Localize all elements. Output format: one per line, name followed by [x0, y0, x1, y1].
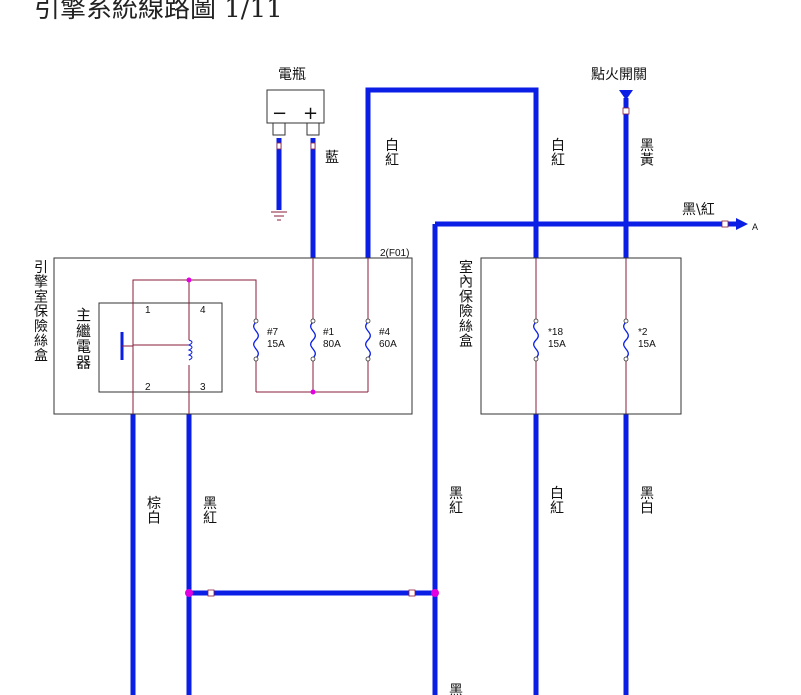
fuse-1-amp: 80A — [323, 339, 341, 350]
wire-label-black-white: 黑白 — [640, 486, 654, 517]
wire-label-black-red-b: 黑紅 — [449, 486, 463, 517]
wire-label-white-red-b: 白紅 — [551, 138, 565, 169]
interior-fuse-box — [480, 257, 682, 415]
fuse-7-icon — [253, 321, 259, 359]
battery-symbol: − + — [266, 89, 325, 136]
fuse-18-amp: 15A — [548, 339, 566, 350]
fuse-7-amp: 15A — [267, 339, 285, 350]
wire-label-white-red-a: 白紅 — [385, 138, 399, 169]
battery-label: 電瓶 — [278, 67, 306, 83]
relay-pin-3: 3 — [200, 382, 206, 393]
page-title: 引擎系統線路圖 1/11 — [34, 0, 283, 24]
wire-white-red-top — [365, 87, 539, 258]
wire-label-blue: 藍 — [325, 150, 339, 166]
wire-label-black-red-a: 黑紅 — [203, 496, 217, 527]
relay-pin-4: 4 — [200, 305, 206, 316]
relay-pin-1: 1 — [145, 305, 151, 316]
fuse-18-id: *18 — [548, 327, 563, 338]
battery-minus: − — [272, 103, 287, 124]
internal-wiring — [132, 258, 627, 414]
battery-plus: + — [303, 103, 318, 124]
connector-f01: 2(F01) — [380, 248, 409, 259]
arrow-end-label: A — [752, 222, 758, 232]
fuse-4-icon — [365, 321, 371, 359]
wire-label-bottom: 黑 — [449, 683, 463, 695]
ground-icon — [271, 211, 287, 221]
label-engine-fuse-box: 引擎室保險絲盒 — [34, 260, 48, 364]
main-wires — [130, 87, 738, 695]
fuse-2-id: *2 — [638, 327, 648, 338]
label-black-red-arrow: 黑\紅 — [682, 202, 715, 218]
fuse-symbols — [253, 321, 629, 359]
fuse-18-icon — [533, 321, 539, 359]
junction-nodes — [185, 277, 439, 597]
label-main-relay: 主繼電器 — [76, 306, 91, 371]
fuse-4-amp: 60A — [379, 339, 397, 350]
fuse-1-id: #1 — [323, 327, 335, 338]
label-interior-fuse-box: 室內保險絲盒 — [459, 259, 473, 350]
fuse-2-icon — [623, 321, 629, 359]
arrow-head-icon — [736, 218, 748, 230]
ignition-label: 點火開關 — [591, 67, 647, 83]
fuse-4-id: #4 — [379, 327, 391, 338]
fuse-2-amp: 15A — [638, 339, 656, 350]
fuse-7-id: #7 — [267, 327, 279, 338]
main-relay-box — [98, 302, 223, 393]
relay-switch — [120, 332, 133, 360]
wire-label-white-red-c: 白紅 — [550, 486, 564, 517]
engine-fuse-box — [53, 257, 413, 415]
wire-label-brown-white: 棕白 — [147, 496, 161, 527]
fuse-1-icon — [310, 321, 316, 359]
relay-pin-2: 2 — [145, 382, 151, 393]
ignition-terminal-icon — [619, 90, 633, 100]
relay-coil-icon — [187, 339, 193, 361]
wire-label-black-yellow: 黑黃 — [640, 138, 654, 169]
